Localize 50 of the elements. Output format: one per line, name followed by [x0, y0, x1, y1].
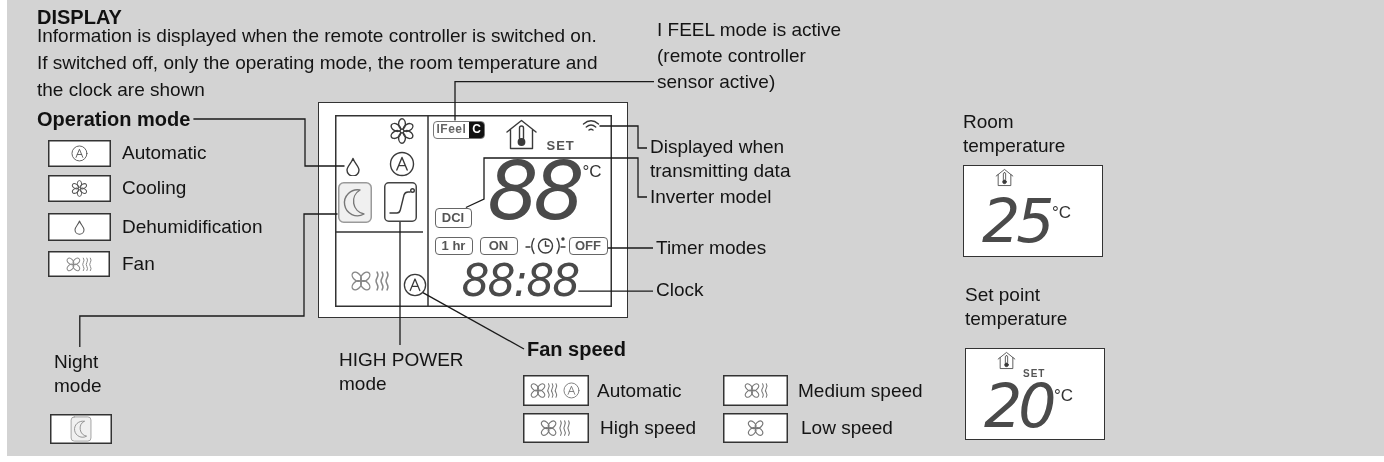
callout-text: Displayed when transmitting data	[650, 135, 815, 183]
segment-digits: 25	[982, 199, 1051, 244]
legend-label: High speed	[600, 416, 697, 440]
lcd-label: SET	[1023, 367, 1046, 381]
signal-waves-icon	[581, 118, 600, 132]
callout-text: Clock	[656, 278, 704, 302]
legend-label: Automatic	[122, 141, 207, 165]
inverted-label: C	[469, 121, 485, 138]
leader-line	[465, 157, 648, 209]
legend-label: Automatic	[597, 379, 682, 403]
lcd-indicator: 1 hr	[434, 236, 473, 255]
callout-heading: Fan speed	[527, 337, 626, 361]
leader-line	[598, 125, 648, 149]
leader-line	[454, 81, 655, 122]
circled-a-icon	[402, 272, 427, 297]
panel-heading: Room temperature	[963, 110, 1067, 158]
leader-line	[192, 118, 346, 167]
leader-line	[421, 291, 525, 350]
legend-label: Cooling	[122, 176, 187, 200]
lcd-indicator: ON	[479, 236, 518, 255]
segment-digits: 20	[984, 384, 1053, 429]
legend-label: Medium speed	[798, 379, 923, 403]
unit-label: °C	[1052, 204, 1072, 222]
panel-heading: Set point temperature	[965, 283, 1069, 331]
unit-label: °C	[582, 162, 602, 181]
indicator-label: IFeel	[435, 121, 468, 138]
step-curve-icon	[383, 181, 417, 222]
leader-line	[399, 220, 401, 346]
lcd-display	[318, 102, 628, 318]
leader-line	[79, 213, 339, 348]
callout-text: I FEEL mode is active (remote controller sensor active)	[657, 17, 853, 95]
segment-digits: 88:88	[461, 263, 579, 297]
callout-heading: Operation mode	[37, 107, 191, 131]
lcd-indicator: OFF	[568, 236, 608, 255]
moon-icon	[337, 181, 372, 223]
lcd-indicator: DCI	[434, 207, 472, 228]
legend-label: Low speed	[801, 416, 893, 440]
indicator-badge	[432, 120, 486, 139]
leader-line	[606, 247, 654, 249]
callout-text: HIGH POWER mode	[339, 348, 484, 396]
lcd-label: SET	[546, 138, 575, 153]
segment-digits: 88	[487, 161, 580, 222]
callout-text: Night mode	[54, 350, 114, 398]
legend-label: Dehumidification	[122, 215, 263, 239]
unit-label: °C	[1054, 387, 1074, 405]
drop-icon	[344, 156, 361, 176]
legend-label: Fan	[122, 252, 155, 276]
leader-line	[577, 290, 654, 292]
callout-text: Inverter model	[650, 185, 772, 209]
callout-text: Timer modes	[656, 236, 767, 260]
